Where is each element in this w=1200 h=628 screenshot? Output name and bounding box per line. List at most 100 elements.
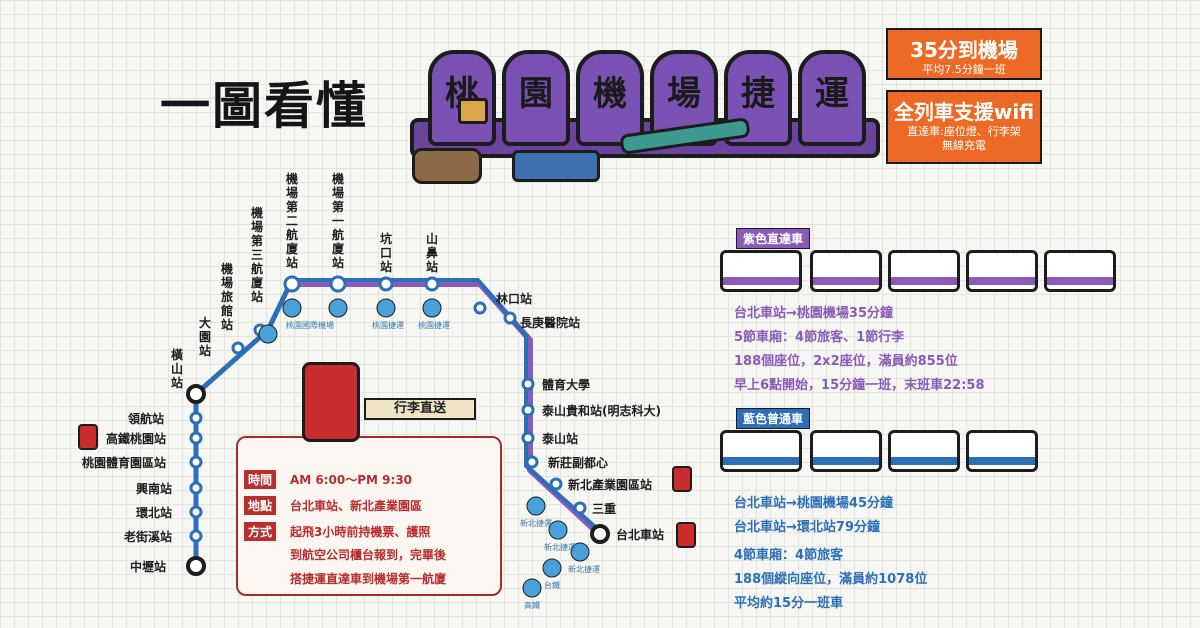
station-dot bbox=[283, 275, 301, 293]
commuter-car-head bbox=[720, 430, 802, 472]
station-dot bbox=[189, 505, 203, 519]
transfer-tag: 高鐵 bbox=[524, 601, 540, 610]
backpack-icon bbox=[412, 148, 482, 184]
blue-line-west bbox=[193, 278, 295, 566]
info-box-wifi: 全列車支援wifi 直達車:座位燈、行李架 無線充電 bbox=[886, 90, 1042, 164]
luggage-service-box bbox=[236, 436, 502, 596]
transfer-tag: 桃園國際機場 bbox=[286, 321, 334, 330]
station-label: 機場旅館站 bbox=[220, 262, 233, 332]
hero-char: 園 bbox=[519, 74, 553, 114]
luggage-icon bbox=[676, 522, 696, 548]
metro-transfer-icon bbox=[376, 298, 396, 318]
station-dot bbox=[549, 477, 563, 491]
station-dot bbox=[521, 377, 535, 391]
commuter-car bbox=[966, 430, 1038, 472]
station-label: 環北站 bbox=[136, 506, 173, 520]
station-label: 興南站 bbox=[136, 482, 173, 496]
station-dot bbox=[521, 431, 535, 445]
station-label: 機場第三航廈站 bbox=[250, 206, 263, 304]
express-car bbox=[966, 250, 1038, 292]
hero-char: 捷 bbox=[741, 74, 775, 114]
station-dot bbox=[424, 276, 440, 292]
airport-transfer-icon bbox=[328, 298, 348, 318]
info-box-note: 直達車:座位燈、行李架 bbox=[907, 125, 1021, 138]
station-label: 高鐵桃園站 bbox=[106, 432, 167, 446]
hsr-transfer-icon bbox=[522, 578, 542, 598]
svc-tag: 方式 bbox=[244, 522, 277, 541]
station-label: 長庚醫院站 bbox=[520, 316, 581, 330]
station-label: 台北車站 bbox=[616, 528, 665, 542]
station-label: 領航站 bbox=[128, 412, 165, 426]
terminal-dot bbox=[186, 384, 206, 404]
svc-text: 到航空公司櫃台報到，完畢後 bbox=[290, 548, 447, 562]
station-dot bbox=[503, 311, 517, 325]
commuter-title: 藍色普通車 bbox=[736, 408, 811, 429]
info-box-speed: 35分到機場 平均7.5分鐘一班 bbox=[886, 28, 1042, 80]
seat bbox=[502, 50, 570, 146]
svc-tag: 時間 bbox=[244, 470, 277, 489]
station-label: 體育大學 bbox=[542, 378, 591, 392]
info-box-title: 全列車支援wifi bbox=[893, 100, 1035, 124]
transfer-tag: 桃園捷運 bbox=[372, 321, 404, 330]
svc-text: 台北車站、新北產業園區 bbox=[290, 499, 423, 513]
station-dot bbox=[231, 341, 245, 355]
station-dot bbox=[189, 481, 203, 495]
station-dot bbox=[378, 276, 394, 292]
transfer-tag: 台鐵 bbox=[544, 581, 560, 590]
express-car bbox=[888, 250, 960, 292]
transfer-tag: 桃園捷運 bbox=[418, 321, 450, 330]
station-label: 桃園體育園區站 bbox=[82, 456, 167, 470]
airport-transfer-icon bbox=[282, 298, 302, 318]
station-label: 泰山站 bbox=[542, 432, 579, 446]
suitcase-icon bbox=[512, 150, 600, 182]
express-title: 紫色直達車 bbox=[736, 228, 811, 249]
svc-text: 起飛3小時前持機票、護照 bbox=[290, 525, 431, 539]
station-dot bbox=[521, 403, 535, 417]
commuter-car bbox=[810, 430, 882, 472]
express-car-head bbox=[720, 250, 802, 292]
station-marker-airport bbox=[186, 275, 610, 576]
terminal-dot bbox=[186, 556, 206, 576]
transfer-tag: 新北捷運 bbox=[568, 565, 600, 574]
metro-transfer-icon bbox=[526, 496, 546, 516]
station-label: 林口站 bbox=[496, 292, 533, 306]
luggage-icon bbox=[672, 466, 692, 492]
suitcase-icon bbox=[302, 362, 360, 442]
svc-tag: 地點 bbox=[244, 496, 277, 515]
commuter-bullet: 4節車廂：4節旅客 bbox=[734, 548, 844, 563]
terminal-dot bbox=[590, 524, 610, 544]
commuter-bullet: 台北車站→環北站79分鐘 bbox=[734, 520, 880, 535]
bag-icon bbox=[458, 98, 488, 124]
metro-transfer-icon bbox=[422, 298, 442, 318]
station-label: 坑口站 bbox=[379, 232, 392, 274]
hero-char: 運 bbox=[815, 74, 849, 114]
seat bbox=[798, 50, 866, 146]
info-box-note: 無線充電 bbox=[942, 139, 986, 152]
commuter-car bbox=[888, 430, 960, 472]
station-dot bbox=[189, 455, 203, 469]
seat bbox=[576, 50, 644, 146]
station-dot bbox=[573, 501, 587, 515]
station-label: 泰山貴和站(明志科大) bbox=[542, 404, 661, 418]
transfer-tag: 新北捷運 bbox=[520, 519, 552, 528]
express-car bbox=[810, 250, 882, 292]
station-label: 新北產業園區站 bbox=[568, 478, 653, 492]
station-label: 機場第一航廈站 bbox=[331, 172, 344, 270]
station-label: 大園站 bbox=[198, 316, 211, 358]
express-bullet: 188個座位，2x2座位，滿員約855位 bbox=[734, 354, 958, 369]
info-box-title: 35分到機場 bbox=[910, 38, 1018, 62]
station-label: 中壢站 bbox=[130, 560, 167, 574]
luggage-ribbon: 行李直送 bbox=[364, 398, 476, 420]
station-dot bbox=[473, 301, 487, 315]
station-dot bbox=[189, 529, 203, 543]
svc-text: 搭捷運直達車到機場第一航廈 bbox=[290, 572, 447, 586]
express-car bbox=[1044, 250, 1116, 292]
hero-char: 機 bbox=[593, 74, 627, 114]
page-title: 一圖看懂 bbox=[160, 77, 368, 135]
express-bullet: 5節車廂：4節旅客、1節行李 bbox=[734, 330, 905, 345]
station-dot bbox=[189, 431, 203, 445]
station-label: 山鼻站 bbox=[425, 232, 438, 274]
express-bullet: 台北車站→桃園機場35分鐘 bbox=[734, 306, 893, 321]
station-label: 三重 bbox=[592, 502, 617, 516]
